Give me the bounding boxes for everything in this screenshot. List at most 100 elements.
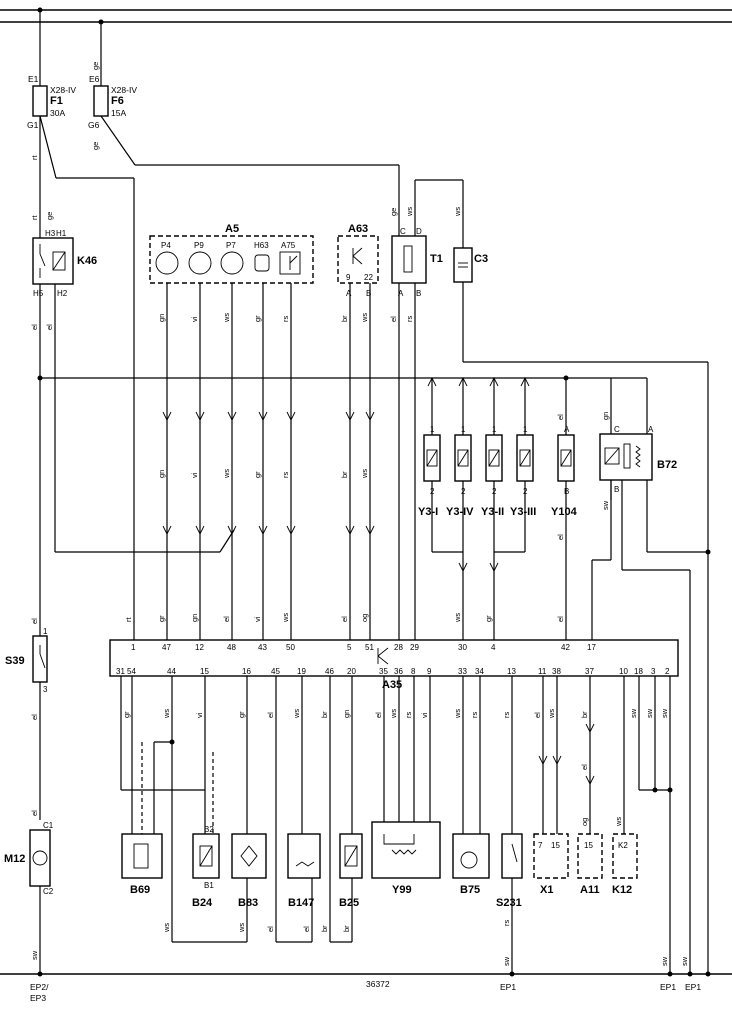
svg-text:A: A <box>564 425 570 434</box>
svg-text:C2: C2 <box>43 887 54 896</box>
svg-text:7: 7 <box>538 841 543 850</box>
svg-text:A75: A75 <box>281 241 296 250</box>
svg-text:rs: rs <box>502 712 511 718</box>
svg-text:gn: gn <box>190 614 199 622</box>
svg-text:43: 43 <box>258 643 267 652</box>
svg-text:og: og <box>580 818 589 826</box>
svg-text:B75: B75 <box>460 884 480 896</box>
svg-text:rs: rs <box>281 316 290 322</box>
y99-actuator <box>371 821 441 879</box>
svg-text:1: 1 <box>430 425 435 434</box>
svg-text:S231: S231 <box>496 897 522 909</box>
svg-text:el: el <box>389 316 398 322</box>
y-valves <box>423 434 575 482</box>
svg-text:ws: ws <box>162 923 171 933</box>
diagram-number: 36372 <box>366 979 390 989</box>
svg-text:A: A <box>398 289 404 298</box>
svg-text:br: br <box>340 315 349 322</box>
svg-text:15: 15 <box>584 841 593 850</box>
svg-text:K2: K2 <box>618 841 628 850</box>
s39-switch <box>32 635 48 683</box>
svg-text:el: el <box>556 414 565 420</box>
svg-text:gr: gr <box>253 315 262 322</box>
svg-text:H63: H63 <box>254 241 269 250</box>
s39-label: S39 <box>5 655 25 667</box>
svg-text:gr: gr <box>237 711 246 718</box>
s231-switch <box>501 833 523 879</box>
svg-text:P9: P9 <box>194 241 204 250</box>
svg-text:ws: ws <box>547 709 556 719</box>
svg-text:ws: ws <box>292 709 301 719</box>
svg-text:ws: ws <box>222 313 231 323</box>
svg-text:el: el <box>556 616 565 622</box>
svg-text:15: 15 <box>200 667 209 676</box>
svg-text:C: C <box>400 227 406 236</box>
svg-text:ws: ws <box>453 613 462 623</box>
svg-text:9: 9 <box>346 273 351 282</box>
svg-text:br: br <box>340 471 349 478</box>
svg-text:rs: rs <box>405 316 414 322</box>
svg-text:ws: ws <box>222 469 231 479</box>
svg-text:H3: H3 <box>45 229 56 238</box>
svg-text:46: 46 <box>325 667 334 676</box>
svg-text:vi: vi <box>253 616 262 622</box>
svg-text:B83: B83 <box>238 897 258 909</box>
svg-text:br: br <box>580 711 589 718</box>
f1-rating: 30A <box>50 108 65 118</box>
svg-text:22: 22 <box>364 273 373 282</box>
svg-text:9: 9 <box>427 667 432 676</box>
svg-text:el: el <box>340 616 349 622</box>
svg-text:el: el <box>533 712 542 718</box>
svg-text:B1: B1 <box>204 881 214 890</box>
svg-text:2: 2 <box>430 487 435 496</box>
svg-text:45: 45 <box>271 667 280 676</box>
svg-text:1: 1 <box>461 425 466 434</box>
svg-text:28: 28 <box>394 643 403 652</box>
svg-text:br: br <box>342 925 351 932</box>
svg-text:rt: rt <box>30 215 39 220</box>
ground-ep1-r2: EP1 <box>685 982 701 992</box>
svg-text:vi: vi <box>195 712 204 718</box>
t1-label: T1 <box>430 253 443 265</box>
b72-label: B72 <box>657 459 677 471</box>
svg-text:sw: sw <box>601 500 610 510</box>
svg-text:Y104: Y104 <box>551 506 578 518</box>
svg-text:el: el <box>374 712 383 718</box>
svg-text:gn: gn <box>601 412 610 420</box>
svg-text:el: el <box>30 324 39 330</box>
svg-text:rs: rs <box>502 920 511 926</box>
svg-text:sw: sw <box>660 708 669 718</box>
a63-label: A63 <box>348 223 368 235</box>
svg-text:ge: ge <box>91 142 100 150</box>
svg-text:51: 51 <box>365 643 374 652</box>
svg-text:P7: P7 <box>226 241 236 250</box>
svg-text:33: 33 <box>458 667 467 676</box>
svg-text:Y99: Y99 <box>392 884 412 896</box>
svg-text:48: 48 <box>227 643 236 652</box>
svg-text:B69: B69 <box>130 884 150 896</box>
svg-text:B24: B24 <box>192 897 213 909</box>
ground-ep3: EP3 <box>30 993 46 1003</box>
svg-text:ws: ws <box>389 709 398 719</box>
b83-sensor <box>231 833 267 879</box>
f1-label: F1 <box>50 95 63 107</box>
svg-text:vi: vi <box>190 472 199 478</box>
svg-text:B: B <box>614 485 619 494</box>
svg-text:20: 20 <box>347 667 356 676</box>
svg-text:30: 30 <box>458 643 467 652</box>
svg-text:2: 2 <box>523 487 528 496</box>
f6-pin-top: E6 <box>89 74 100 84</box>
svg-text:42: 42 <box>561 643 570 652</box>
fuse-f1 <box>32 85 48 117</box>
svg-text:17: 17 <box>587 643 596 652</box>
k12-module <box>612 833 638 879</box>
a11-module <box>577 833 603 879</box>
svg-text:og: og <box>360 614 369 622</box>
svg-text:X1: X1 <box>540 884 553 896</box>
svg-text:Y3-II: Y3-II <box>481 506 504 518</box>
svg-text:ws: ws <box>453 207 462 217</box>
svg-text:16: 16 <box>242 667 251 676</box>
svg-text:C: C <box>614 425 620 434</box>
svg-text:sw: sw <box>645 708 654 718</box>
